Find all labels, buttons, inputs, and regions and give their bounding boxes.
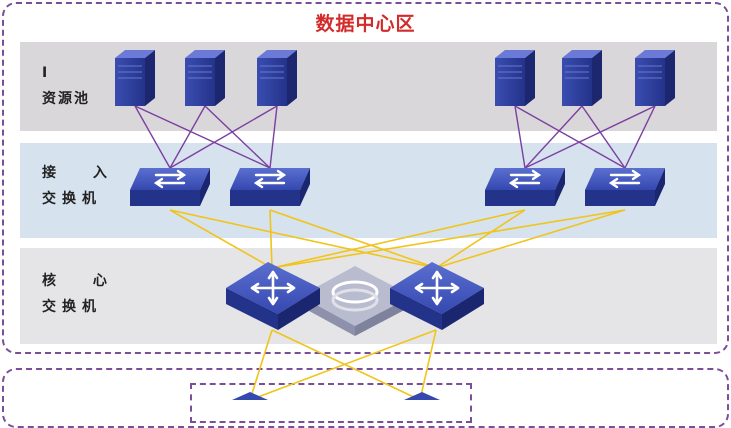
server-icon (494, 49, 536, 107)
access-layer-label-line2: 交换机 (42, 191, 102, 207)
it-layer-label-line2: 资源池 (42, 91, 90, 107)
access-layer-label: 接 入 交换机 (42, 160, 123, 212)
zone-title: 数据中心区 (315, 13, 416, 35)
access-switch-icon (228, 166, 312, 208)
server-icon (634, 49, 676, 107)
access-switch-icon (583, 166, 667, 208)
it-layer-label-line1: I T (42, 65, 164, 81)
core-switch-icon (388, 260, 486, 332)
server-icon (114, 49, 156, 107)
server-icon (561, 49, 603, 107)
server-icon (184, 49, 226, 107)
server-link-group (134, 105, 656, 169)
core-switch-icon (224, 260, 322, 332)
core-layer-label: 核 心 交换机 (42, 268, 123, 320)
lower-device-icon (404, 392, 440, 400)
access-layer-label-line1: 接 入 (42, 165, 123, 181)
uplink-group (169, 209, 626, 400)
server-icon (256, 49, 298, 107)
core-layer-label-line2: 交换机 (42, 299, 102, 315)
lower-device-icon (232, 392, 268, 400)
it-layer-label: I T 资源池 (42, 60, 164, 112)
network-topology (114, 49, 676, 400)
access-switch-icon (128, 166, 212, 208)
data-center-zone (2, 2, 729, 354)
access-switch-icon (483, 166, 567, 208)
core-layer-label-line1: 核 心 (42, 273, 123, 289)
